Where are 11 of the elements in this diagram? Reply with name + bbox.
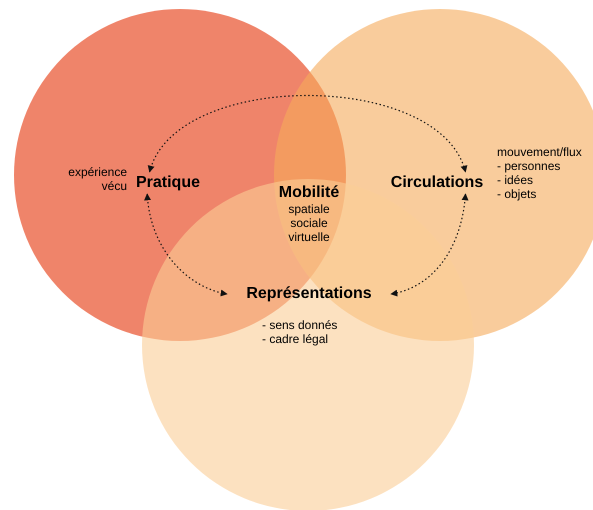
concept-title: Pratique (128, 174, 208, 192)
dotted-arrow (144, 193, 228, 296)
concept-title: Mobilité (278, 184, 340, 202)
annotation-text: mouvement/flux - personnes - idées - objets (497, 145, 583, 201)
annotation-text: - sens donnés - cadre légal (262, 318, 338, 346)
dotted-arrow (149, 95, 466, 173)
concept-title: Représentations (230, 285, 388, 303)
dotted-arrow (390, 193, 468, 296)
concept-title: Circulations (380, 174, 494, 192)
concept-subtext: spatiale sociale virtuelle (287, 202, 331, 244)
annotation-text: expérience vécu (67, 165, 127, 193)
